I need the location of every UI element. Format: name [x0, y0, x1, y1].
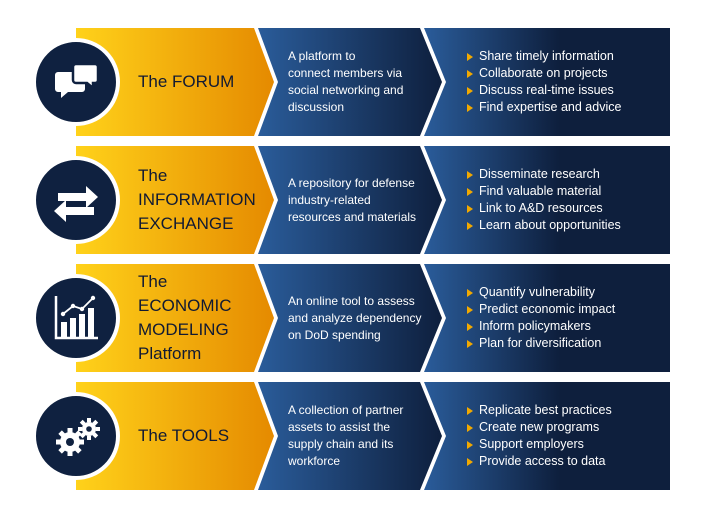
row-title: The TOOLS: [138, 382, 268, 490]
row-1: The FORUM A platform to connect members vi…: [22, 28, 670, 136]
title-line: The: [138, 272, 168, 291]
description-line: workforce: [288, 454, 341, 468]
chevron-band: [76, 264, 670, 372]
chevron-band: [76, 28, 670, 136]
description-line: and analyze dependency: [288, 310, 422, 325]
chevron-band: [76, 382, 670, 490]
description-line: on DoD spending: [288, 327, 381, 342]
chat-bubbles-icon: [55, 62, 100, 98]
blue-chevron-middle: [258, 382, 442, 490]
bullet-item: Inform policymakers: [467, 318, 667, 335]
gears-icon: [56, 418, 100, 456]
bullet-item: Link to A&D resources: [467, 200, 667, 217]
description-line: supply chain and its: [288, 437, 394, 451]
icon-badge: [32, 392, 120, 480]
bullet-item: Quantify vulnerability: [467, 284, 667, 301]
title-line: The TOOLS: [138, 426, 230, 445]
bullet-item: Discuss real-time issues: [467, 82, 667, 99]
blue-panel-right: [424, 28, 670, 136]
bullet-item: Find valuable material: [467, 183, 667, 200]
bullet-item: Support employers: [467, 436, 667, 453]
description-line: connect members via: [288, 66, 403, 80]
title-line: Platform: [138, 344, 202, 363]
row-description: A platform to connect members via social n…: [288, 28, 428, 136]
title-line: The FORUM: [138, 72, 235, 91]
bullet-item: Predict economic impact: [467, 301, 667, 318]
title-line: INFORMATION: [138, 190, 256, 209]
blue-chevron-middle: [258, 264, 442, 372]
bar-chart-icon: [54, 295, 98, 340]
blue-chevron-middle: [258, 28, 442, 136]
bullet-item: Provide access to data: [467, 453, 667, 470]
blue-panel-right: [424, 146, 670, 254]
chevron-band: [76, 146, 670, 254]
blue-chevron-middle: [258, 146, 442, 254]
gold-chevron: [76, 382, 274, 490]
row-description: An online tool to assess and analyze depe…: [288, 264, 428, 372]
icon-badge: [32, 156, 120, 244]
description-line: A repository for defense: [288, 175, 415, 190]
bullet-item: Learn about opportunities: [467, 217, 667, 234]
blue-panel-right: [424, 382, 670, 490]
icon-badge: [32, 38, 120, 126]
description-line: industry-related: [288, 192, 371, 207]
description-line: An online tool to assess: [288, 293, 415, 308]
row-description: A collection of partner assets to assist …: [288, 382, 428, 490]
blue-panel-right: [424, 264, 670, 372]
gold-chevron: [76, 28, 274, 136]
gold-chevron: [76, 146, 274, 254]
exchange-arrows-icon: [54, 186, 98, 222]
bullet-item: Find expertise and advice: [467, 99, 667, 116]
title-line: The: [138, 166, 168, 185]
title-line: EXCHANGE: [138, 214, 234, 233]
bullet-item: Share timely information: [467, 48, 667, 65]
title-line: MODELING: [138, 320, 229, 339]
gold-chevron: [76, 264, 274, 372]
description-line: discussion: [288, 100, 345, 114]
title-line: ECONOMIC: [138, 296, 232, 315]
bullet-item: Collaborate on projects: [467, 65, 667, 82]
row-4: The TOOLS A collection of partner assets t…: [22, 382, 670, 490]
description-line: A platform to: [288, 49, 356, 63]
bullet-item: Plan for diversification: [467, 335, 667, 352]
bullet-item: Replicate best practices: [467, 402, 667, 419]
row-title: The FORUM: [138, 28, 268, 136]
icon-badge: [32, 274, 120, 362]
description-line: A collection of partner: [288, 403, 404, 417]
bullet-item: Create new programs: [467, 419, 667, 436]
description-line: resources and materials: [288, 209, 417, 224]
bullet-item: Disseminate research: [467, 166, 667, 183]
description-line: assets to assist the: [288, 420, 391, 434]
row-description: A repository for defense industry-related…: [288, 146, 428, 254]
description-line: social networking and: [288, 83, 404, 97]
